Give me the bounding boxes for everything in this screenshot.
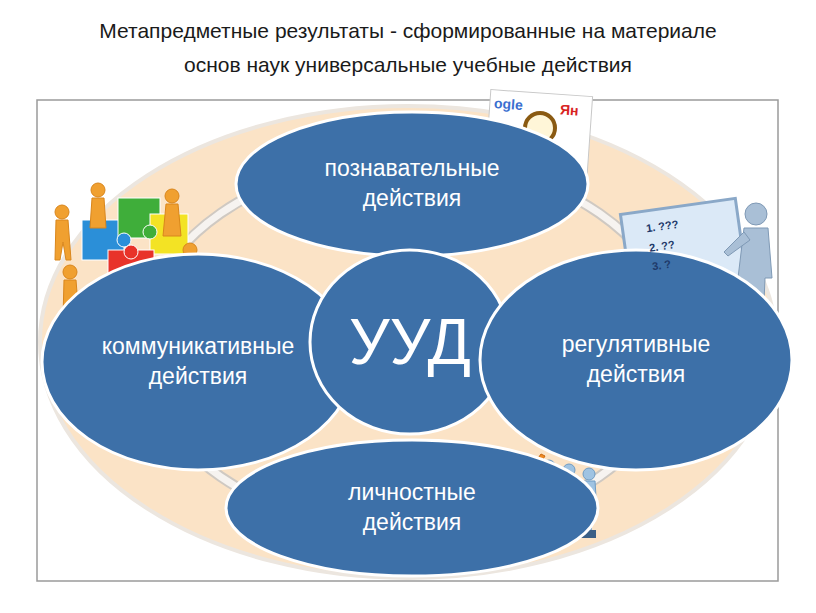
ellipse-outline — [478, 248, 794, 472]
action-ellipse: личностные действия — [224, 438, 600, 578]
ellipse-outline — [234, 110, 590, 258]
node-label: личностные действия — [312, 478, 512, 538]
node-label: регулятивные действия — [536, 330, 736, 390]
ellipse-fill — [480, 250, 792, 470]
ground-ellipse — [40, 106, 776, 578]
ellipse-fill — [310, 250, 509, 434]
node-label: коммуникативные действия — [98, 332, 298, 392]
ellipse-fill — [236, 112, 588, 256]
logo-text: Ян — [559, 101, 579, 118]
action-ellipse: познавательные действия — [234, 110, 590, 258]
center-label: УУД — [349, 307, 471, 377]
action-ellipse: коммуникативные действия — [40, 252, 356, 472]
frame — [37, 100, 778, 581]
ellipse-outline — [224, 438, 600, 578]
ellipse-fill — [226, 440, 598, 576]
action-ellipse: регулятивные действия — [478, 248, 794, 472]
ellipse-fill — [42, 254, 354, 470]
diagram-title: Метапредметные результаты - сформированн… — [88, 14, 728, 82]
ellipse-outline — [40, 252, 356, 472]
logo-text: ogle — [493, 95, 523, 113]
node-label: познавательные действия — [312, 154, 512, 214]
